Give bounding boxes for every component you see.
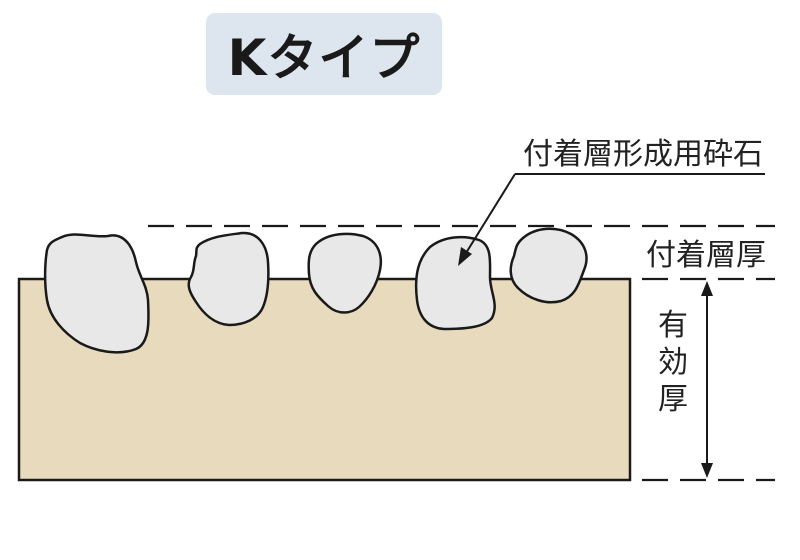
aggregate-leader-line	[465, 173, 516, 254]
adhesion-layer-thickness-label: 付着層厚	[646, 238, 766, 273]
aggregate-label: 付着層形成用砕石	[523, 137, 763, 172]
aggregate-stone	[43, 233, 150, 354]
effective-thickness-label: 有効厚	[658, 308, 688, 417]
effective-thickness-arrow-top	[701, 281, 713, 296]
aggregate-stone	[414, 235, 496, 331]
aggregate-stone	[187, 231, 270, 327]
title-badge: Kタイプ	[206, 13, 442, 95]
aggregate-stone	[509, 227, 588, 304]
aggregate-stone	[307, 232, 382, 314]
effective-thickness-arrow-bottom	[701, 463, 713, 478]
aggregate-leader-arrowhead	[458, 247, 472, 266]
